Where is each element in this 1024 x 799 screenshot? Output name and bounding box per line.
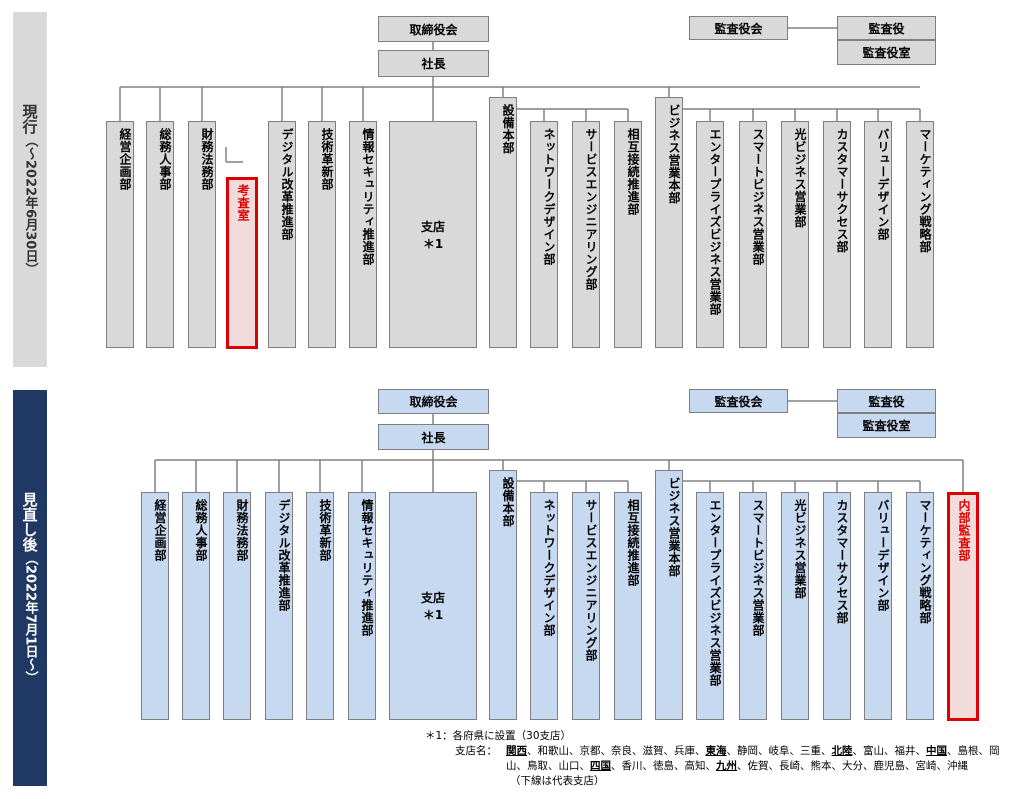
auditor-box: 監査役: [837, 389, 936, 413]
dept-box: 設備本部: [489, 97, 517, 348]
president-box: 社長: [378, 424, 489, 450]
dept-box: サービスエンジニアリング部: [572, 121, 600, 348]
dept-box: 財務法務部: [223, 492, 251, 720]
branch-name: 山口: [558, 760, 580, 772]
branch-box: 支店＊1: [389, 121, 477, 348]
representative-branch-name: 北陸: [831, 745, 853, 757]
branch-name: 滋賀: [642, 745, 664, 757]
branch-name: 三重: [800, 745, 821, 757]
dept-box: マーケティング戦略部: [906, 121, 934, 348]
branch-name: 岐阜: [768, 745, 790, 757]
representative-branch-name: 四国: [590, 760, 611, 772]
branch-name: 沖縄: [947, 760, 968, 772]
dept-box: デジタル改革推進部: [265, 492, 293, 720]
dept-box: 光ビジネス営業部: [781, 121, 809, 348]
dept-box: 経営企画部: [106, 121, 134, 348]
audit-board-box: 監査役会: [689, 389, 788, 413]
branch-name: 熊本: [810, 760, 832, 772]
board-of-directors-box: 取締役会: [378, 16, 489, 42]
dept-box: 総務人事部: [146, 121, 174, 348]
branch-name: 富山: [863, 745, 884, 757]
branch-box: 支店＊1: [389, 492, 477, 720]
branch-name: 兵庫: [674, 745, 695, 757]
branch-name: 佐賀: [747, 760, 769, 772]
dept-box: デジタル改革推進部: [268, 121, 296, 348]
dept-box: 情報セキュリティ推進部: [348, 492, 376, 720]
dept-box: 総務人事部: [182, 492, 210, 720]
dept-box: 経営企画部: [141, 492, 169, 720]
branch-name: 長崎: [779, 760, 800, 772]
revised-period: （2022年7月1日〜）: [22, 551, 38, 685]
branch-name-list: 関西、和歌山、京都、奈良、滋賀、兵庫、東海、静岡、岐阜、三重、北陸、富山、福井、…: [506, 745, 1000, 772]
branch-name: 静岡: [737, 745, 758, 757]
president-box: 社長: [378, 50, 489, 77]
dept-box: バリューデザイン部: [864, 121, 892, 348]
dept-box: 相互接続推進部: [614, 121, 642, 348]
current-period: （〜2022年6月30日）: [22, 133, 38, 276]
dept-box: 財務法務部: [188, 121, 216, 348]
dept-box: 相互接続推進部: [614, 492, 642, 720]
branch-name: 和歌山: [537, 745, 570, 757]
internal-audit-dept-box: 内部監査部: [947, 492, 979, 721]
dept-box: ビジネス営業本部: [655, 470, 683, 720]
dept-box: エンタープライズビジネス営業部: [696, 121, 724, 348]
branch-name: 徳島: [653, 760, 674, 772]
dept-box: スマートビジネス営業部: [739, 121, 767, 348]
board-of-directors-box: 取締役会: [378, 389, 489, 414]
dept-box: 技術革新部: [308, 121, 336, 348]
branch-name: 大分: [842, 760, 863, 772]
dept-box: 設備本部: [489, 470, 517, 720]
branch-name: 香川: [621, 760, 643, 772]
dept-box: ネットワークデザイン部: [530, 121, 558, 348]
current-section-label: 現行（〜2022年6月30日）: [13, 12, 47, 367]
dept-box: ビジネス営業本部: [655, 97, 683, 348]
branch-name: 高知: [684, 760, 706, 772]
dept-box: 光ビジネス営業部: [781, 492, 809, 720]
representative-branch-name: 中国: [926, 745, 947, 757]
audit-board-box: 監査役会: [689, 16, 788, 40]
dept-box: バリューデザイン部: [864, 492, 892, 720]
branch-name: 京都: [579, 745, 601, 757]
dept-box: カスタマーサクセス部: [823, 121, 851, 348]
dept-box: 技術革新部: [306, 492, 334, 720]
auditor-office-box: 監査役室: [837, 40, 936, 65]
branch-name: 島根: [957, 745, 979, 757]
revised-title: 見直し後: [20, 491, 39, 552]
dept-box: マーケティング戦略部: [906, 492, 934, 720]
revised-section-label: 見直し後（2022年7月1日〜）: [13, 390, 47, 786]
representative-branch-name: 九州: [716, 760, 737, 772]
footnote-legend: （下線は代表支店）: [510, 775, 605, 787]
dept-box: スマートビジネス営業部: [739, 492, 767, 720]
dept-box: カスタマーサクセス部: [823, 492, 851, 720]
branch-name: 岡山: [506, 745, 1000, 772]
dept-box: ネットワークデザイン部: [530, 492, 558, 720]
footnote-line1: ＊1：各府県に設置（30支店）: [425, 730, 572, 742]
current-title: 現行: [20, 103, 39, 134]
dept-box: 情報セキュリティ推進部: [349, 121, 377, 348]
representative-branch-name: 東海: [705, 745, 727, 757]
branch-name: 鹿児島: [873, 760, 906, 772]
audit-office-box: 考査室: [226, 177, 258, 349]
branch-name: 奈良: [611, 745, 632, 757]
branch-name: 福井: [894, 745, 916, 757]
branch-name: 鳥取: [527, 760, 548, 772]
representative-branch-name: 関西: [506, 745, 527, 757]
dept-box: サービスエンジニアリング部: [572, 492, 600, 720]
footnote-prefix: 支店名：: [455, 745, 497, 757]
auditor-office-box: 監査役室: [837, 413, 936, 438]
dept-box: エンタープライズビジネス営業部: [696, 492, 724, 720]
branch-name: 宮崎: [915, 760, 937, 772]
auditor-box: 監査役: [837, 16, 936, 40]
